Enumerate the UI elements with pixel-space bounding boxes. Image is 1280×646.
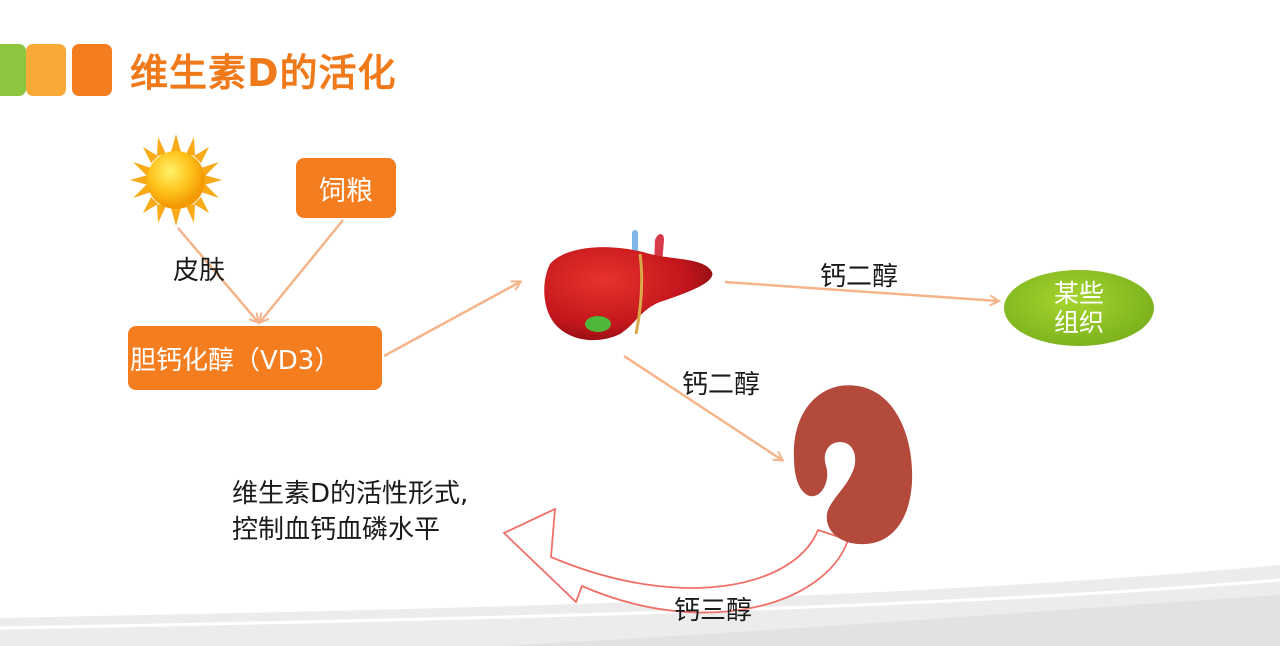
arrow-kidney-return bbox=[502, 507, 850, 614]
tissue-label-line1: 某些 bbox=[1053, 279, 1104, 308]
note-line1: 维生素D的活性形式, bbox=[232, 479, 469, 509]
liver-icon bbox=[544, 230, 713, 341]
arrow-sun-to-vd3 bbox=[177, 227, 258, 322]
header-block-yellow bbox=[26, 44, 66, 96]
edge-label-liver-to-tissue: 钙二醇 bbox=[820, 262, 899, 292]
cholecalciferol-box: 胆钙化醇（VD3） bbox=[128, 326, 382, 390]
arrow-liver-to-tissue bbox=[724, 280, 998, 301]
header-block-orange bbox=[72, 44, 112, 96]
note-line2: 控制血钙血磷水平 bbox=[232, 515, 441, 545]
arrow-feed-to-vd3 bbox=[260, 219, 344, 322]
skin-label: 皮肤 bbox=[173, 256, 226, 286]
edge-label-liver-to-kidney: 钙二醇 bbox=[682, 370, 761, 400]
arrow-liver-to-kidney bbox=[623, 354, 782, 460]
edge-label-kidney-return: 钙三醇 bbox=[674, 596, 753, 626]
kidney-icon bbox=[793, 385, 913, 545]
tissue-node: 某些 组织 bbox=[1004, 270, 1154, 346]
cholecalciferol-label: 胆钙化醇（VD3） bbox=[130, 345, 341, 376]
feed-label: 饲粮 bbox=[319, 175, 373, 207]
arrow-vd3-to-liver bbox=[383, 282, 520, 358]
active-form-note: 维生素D的活性形式, 控制血钙血磷水平 bbox=[232, 476, 468, 548]
page-title: 维生素D的活化 bbox=[130, 51, 397, 95]
tissue-label-line2: 组织 bbox=[1053, 308, 1104, 337]
header-block-green bbox=[0, 44, 26, 96]
feed-box: 饲粮 bbox=[296, 158, 396, 218]
sun-icon bbox=[130, 134, 222, 226]
